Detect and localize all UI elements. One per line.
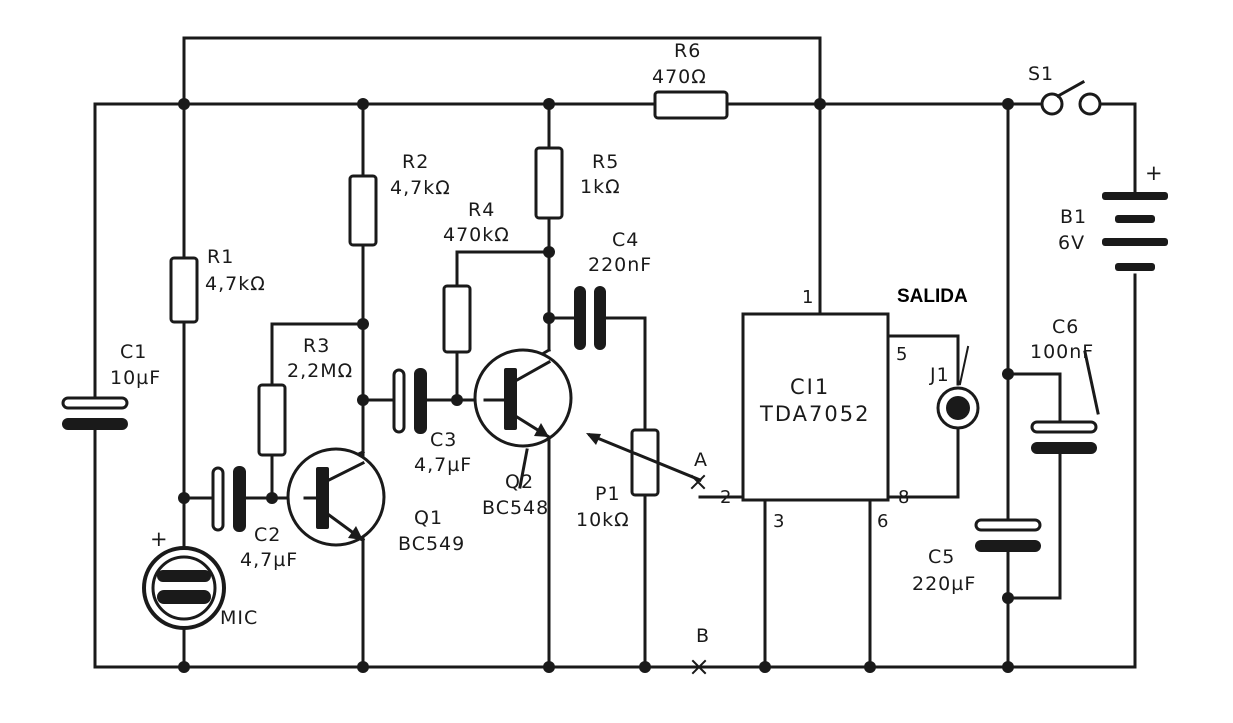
node-b: B xyxy=(691,625,710,675)
r3-value: 2,2MΩ xyxy=(287,360,353,382)
c1-ref: C1 xyxy=(120,341,147,363)
ic-tda7052: CI1 TDA7052 1 5 2 8 3 6 xyxy=(720,287,909,532)
output-jack-j1: J1 SALIDA xyxy=(897,286,980,430)
c3-ref: C3 xyxy=(430,429,457,451)
resistor-r3: R3 2,2MΩ xyxy=(257,335,353,457)
p1-value: 10kΩ xyxy=(576,509,630,531)
resistor-r2: R2 4,7kΩ xyxy=(348,151,451,247)
junctions xyxy=(178,98,1014,673)
c5-ref: C5 xyxy=(928,546,955,568)
node-b-label: B xyxy=(696,625,710,647)
r5-value: 1kΩ xyxy=(580,176,621,198)
mic-label: MIC xyxy=(220,607,258,629)
capacitor-c2: C2 4,7µF xyxy=(211,466,298,571)
mic-plus-sign: + xyxy=(150,527,170,551)
ic-pin-1: 1 xyxy=(802,287,813,308)
r6-ref: R6 xyxy=(674,40,701,62)
r4-value: 470kΩ xyxy=(443,224,510,246)
c4-value: 220nF xyxy=(588,254,652,276)
capacitor-c1: C1 10µF xyxy=(61,341,161,430)
r2-value: 4,7kΩ xyxy=(390,177,451,199)
resistor-r5: R5 1kΩ xyxy=(534,146,621,220)
c3-value: 4,7µF xyxy=(414,454,472,476)
q2-ref: Q2 xyxy=(505,471,534,493)
resistor-r1: R1 4,7kΩ xyxy=(169,246,266,324)
r1-value: 4,7kΩ xyxy=(205,273,266,295)
r3-ref: R3 xyxy=(303,335,330,357)
potentiometer-p1: P1 10kΩ xyxy=(576,428,702,531)
battery-b1: + B1 6V xyxy=(1058,161,1168,271)
ic-pin-6: 6 xyxy=(877,511,888,532)
q1-ref: Q1 xyxy=(414,507,443,529)
capacitor-c4: C4 220nF xyxy=(574,229,652,350)
battery-plus-sign: + xyxy=(1145,161,1165,185)
r5-ref: R5 xyxy=(592,151,619,173)
s1-ref: S1 xyxy=(1028,63,1054,85)
c2-ref: C2 xyxy=(254,524,281,546)
transistor-q1: Q1 BC549 xyxy=(286,447,465,555)
resistor-r6: R6 470Ω xyxy=(652,40,729,120)
ic-pin-2: 2 xyxy=(720,487,731,508)
capacitor-c5: C5 220µF xyxy=(912,518,1042,595)
ic-pin-5: 5 xyxy=(896,344,907,365)
transistor-q2: Q2 BC548 xyxy=(473,348,573,519)
ic-pin-3: 3 xyxy=(773,511,784,532)
c6-value: 100nF xyxy=(1030,341,1094,363)
r1-ref: R1 xyxy=(207,246,234,268)
c1-value: 10µF xyxy=(110,367,161,389)
j1-ref: J1 xyxy=(929,364,950,386)
capacitor-c6: C6 100nF xyxy=(1030,316,1100,454)
p1-ref: P1 xyxy=(595,483,621,505)
b1-value: 6V xyxy=(1058,232,1085,254)
q2-value: BC548 xyxy=(482,497,549,519)
r6-value: 470Ω xyxy=(652,66,707,88)
node-a-label: A xyxy=(694,449,708,471)
ic-value: TDA7052 xyxy=(759,402,870,426)
r4-ref: R4 xyxy=(468,199,495,221)
c2-value: 4,7µF xyxy=(240,549,298,571)
switch-s1: S1 xyxy=(1028,63,1102,116)
ic-pin-8: 8 xyxy=(898,487,909,508)
node-a: A xyxy=(690,449,708,490)
output-label: SALIDA xyxy=(897,286,968,307)
ic-ref: CI1 xyxy=(790,375,830,399)
c5-value: 220µF xyxy=(912,573,976,595)
r2-ref: R2 xyxy=(402,151,429,173)
c4-ref: C4 xyxy=(612,229,639,251)
capacitor-c3: C3 4,7µF xyxy=(392,368,472,476)
wires xyxy=(93,36,1137,669)
b1-ref: B1 xyxy=(1060,206,1087,228)
resistor-r4: R4 470kΩ xyxy=(442,199,510,354)
c6-ref: C6 xyxy=(1052,316,1079,338)
q1-value: BC549 xyxy=(398,533,465,555)
microphone: + MIC xyxy=(142,527,258,630)
